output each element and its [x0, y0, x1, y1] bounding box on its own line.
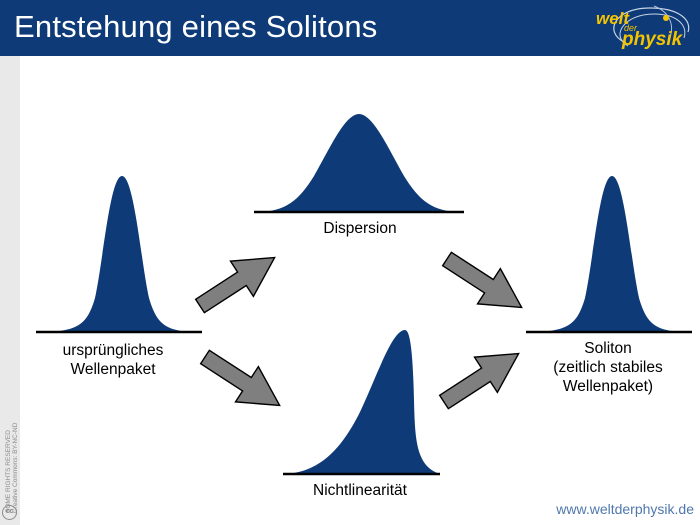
arrow-dispersion-to-soliton [441, 251, 523, 309]
label-nonlinearity-line1: Nichtlinearität [313, 482, 407, 499]
license-sidebar [0, 56, 20, 525]
label-original: ursprüngliches Wellenpaket [48, 341, 178, 379]
dispersion-pulse [254, 114, 464, 214]
label-original-line2: Wellenpaket [70, 361, 156, 378]
welt-der-physik-logo[interactable]: welt der physik [584, 2, 696, 54]
arrow-original-to-nonlinearity [199, 349, 281, 407]
label-soliton-line3: Wellenpaket) [562, 378, 654, 395]
nonlinearity-pulse-shape [285, 330, 440, 474]
arrow-original-to-dispersion [194, 256, 276, 314]
creative-commons-icon[interactable]: cc [2, 505, 17, 520]
label-original-line1: ursprüngliches [62, 342, 164, 359]
dispersion-pulse-shape [256, 114, 462, 212]
page-title: Entstehung eines Solitons [14, 9, 378, 44]
logo-word-der: der [624, 23, 638, 33]
logo-swirl-icon [613, 5, 690, 47]
footer-url-link[interactable]: www.weltderphysik.de [556, 501, 694, 517]
logo-word-physik: physik [622, 29, 683, 50]
header-bar: Entstehung eines Solitons welt der physi… [0, 0, 700, 56]
arrow-nonlinearity-to-soliton [438, 352, 520, 410]
original-pulse-shape [38, 176, 200, 332]
label-soliton-line2: (zeitlich stabiles [553, 359, 663, 376]
soliton-pulse [526, 176, 692, 334]
label-dispersion-line1: Dispersion [323, 220, 397, 237]
soliton-pulse-shape [528, 176, 690, 332]
label-soliton: Soliton (zeitlich stabiles Wellenpaket) [538, 339, 678, 396]
logo-word-welt: welt [596, 9, 630, 28]
label-nonlinearity: Nichtlinearität [290, 481, 430, 500]
label-dispersion: Dispersion [300, 219, 420, 238]
original-pulse [36, 176, 202, 334]
label-soliton-line1: Soliton [584, 340, 632, 357]
nonlinearity-pulse [283, 330, 440, 476]
